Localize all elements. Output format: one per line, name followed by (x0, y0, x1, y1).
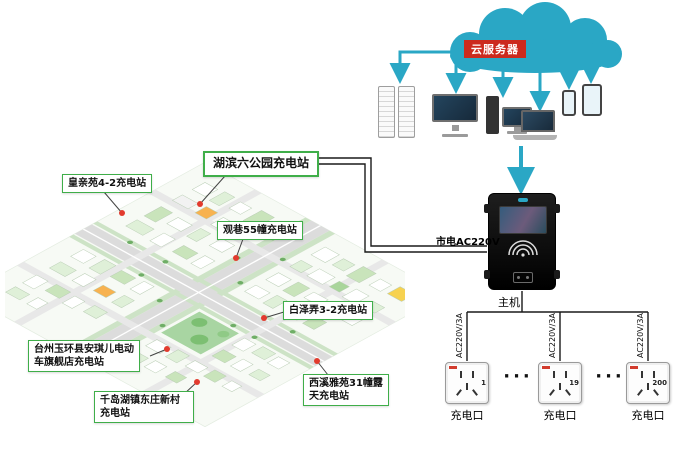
pc-stand (513, 127, 521, 131)
monitor-base (442, 134, 468, 137)
station-callout-taizhou: 台州玉环县安琪儿电动车旗舰店充电站 (28, 340, 140, 372)
power-socket-icon: 1 (445, 362, 489, 404)
pc-base (507, 131, 527, 134)
host-outlet (513, 272, 533, 283)
cloud-icon (450, 2, 622, 73)
socket-brand-mark (449, 366, 457, 369)
socket-brand-mark (542, 366, 550, 369)
station-callout-guanxiang: 观巷55幢充电站 (217, 221, 303, 240)
server-rack-icon (378, 86, 415, 138)
socket-number: 1 (481, 379, 486, 387)
socket-slot (456, 389, 462, 396)
charging-port-label: 充电口 (543, 409, 577, 422)
host-brand-logo (518, 198, 528, 202)
charging-port-label: 充电口 (450, 409, 484, 422)
outlet-pin (526, 276, 529, 279)
station-callout-baizelong: 白泽弄3-2充电站 (283, 301, 374, 320)
station-callout-huangqinyuan: 皇亲苑4-2充电站 (62, 174, 153, 193)
cloud-server-label: 云服务器 (464, 40, 526, 58)
socket-slot (472, 389, 478, 396)
monitor-stand (451, 125, 459, 131)
socket-slot (553, 371, 555, 378)
smartphone-icon (562, 90, 576, 116)
socket-slot (637, 389, 643, 396)
socket-slot (653, 371, 655, 378)
host-display-screen (499, 206, 547, 234)
socket-slot (641, 371, 643, 378)
laptop-base (513, 135, 557, 140)
socket-number: 19 (569, 379, 579, 387)
socket-slot (472, 371, 474, 378)
monitor-screen (432, 94, 478, 122)
station-callout-qiandaohu: 千岛湖镇东庄新村充电站 (94, 391, 194, 423)
socket-wire-label: AC220V/3A (548, 313, 557, 358)
socket-slot (647, 383, 649, 390)
socket-number: 200 (652, 379, 667, 387)
charging-port-label: 充电口 (631, 409, 665, 422)
ellipsis-dots: ··· (503, 366, 533, 387)
nfc-waves-icon (508, 240, 538, 257)
socket-slot (466, 383, 468, 390)
pc-tower (486, 96, 499, 134)
mount-tab (554, 270, 560, 279)
monitor-icon (432, 94, 478, 137)
server-rack-unit (398, 86, 415, 138)
ellipsis-dots: ··· (595, 366, 625, 387)
mount-tab (484, 270, 490, 279)
station-callout-xixi: 西溪雅苑31幢露天充电站 (303, 374, 389, 406)
socket-slot (565, 389, 571, 396)
power-socket-icon: 19 (538, 362, 582, 404)
tablet-icon (582, 84, 602, 116)
mount-tab (554, 204, 560, 213)
laptop-icon (513, 110, 557, 140)
mains-power-label: 市电AC220V (436, 237, 500, 248)
socket-wire-label: AC220V/3A (636, 313, 645, 358)
socket-slot (460, 371, 462, 378)
socket-brand-mark (630, 366, 638, 369)
socket-slot (559, 383, 561, 390)
host-controller-icon (484, 193, 560, 290)
station-callout-hubin: 湖滨六公园充电站 (203, 151, 320, 177)
socket-wire-label: AC220V/3A (455, 313, 464, 358)
socket-slot (549, 389, 555, 396)
outlet-pin (517, 276, 520, 279)
host-label: 主机 (498, 296, 520, 309)
mount-tab (484, 204, 490, 213)
server-rack-unit (378, 86, 395, 138)
laptop-screen (520, 110, 555, 132)
power-socket-icon: 200 (626, 362, 670, 404)
socket-slot (565, 371, 567, 378)
socket-slot (653, 389, 659, 396)
